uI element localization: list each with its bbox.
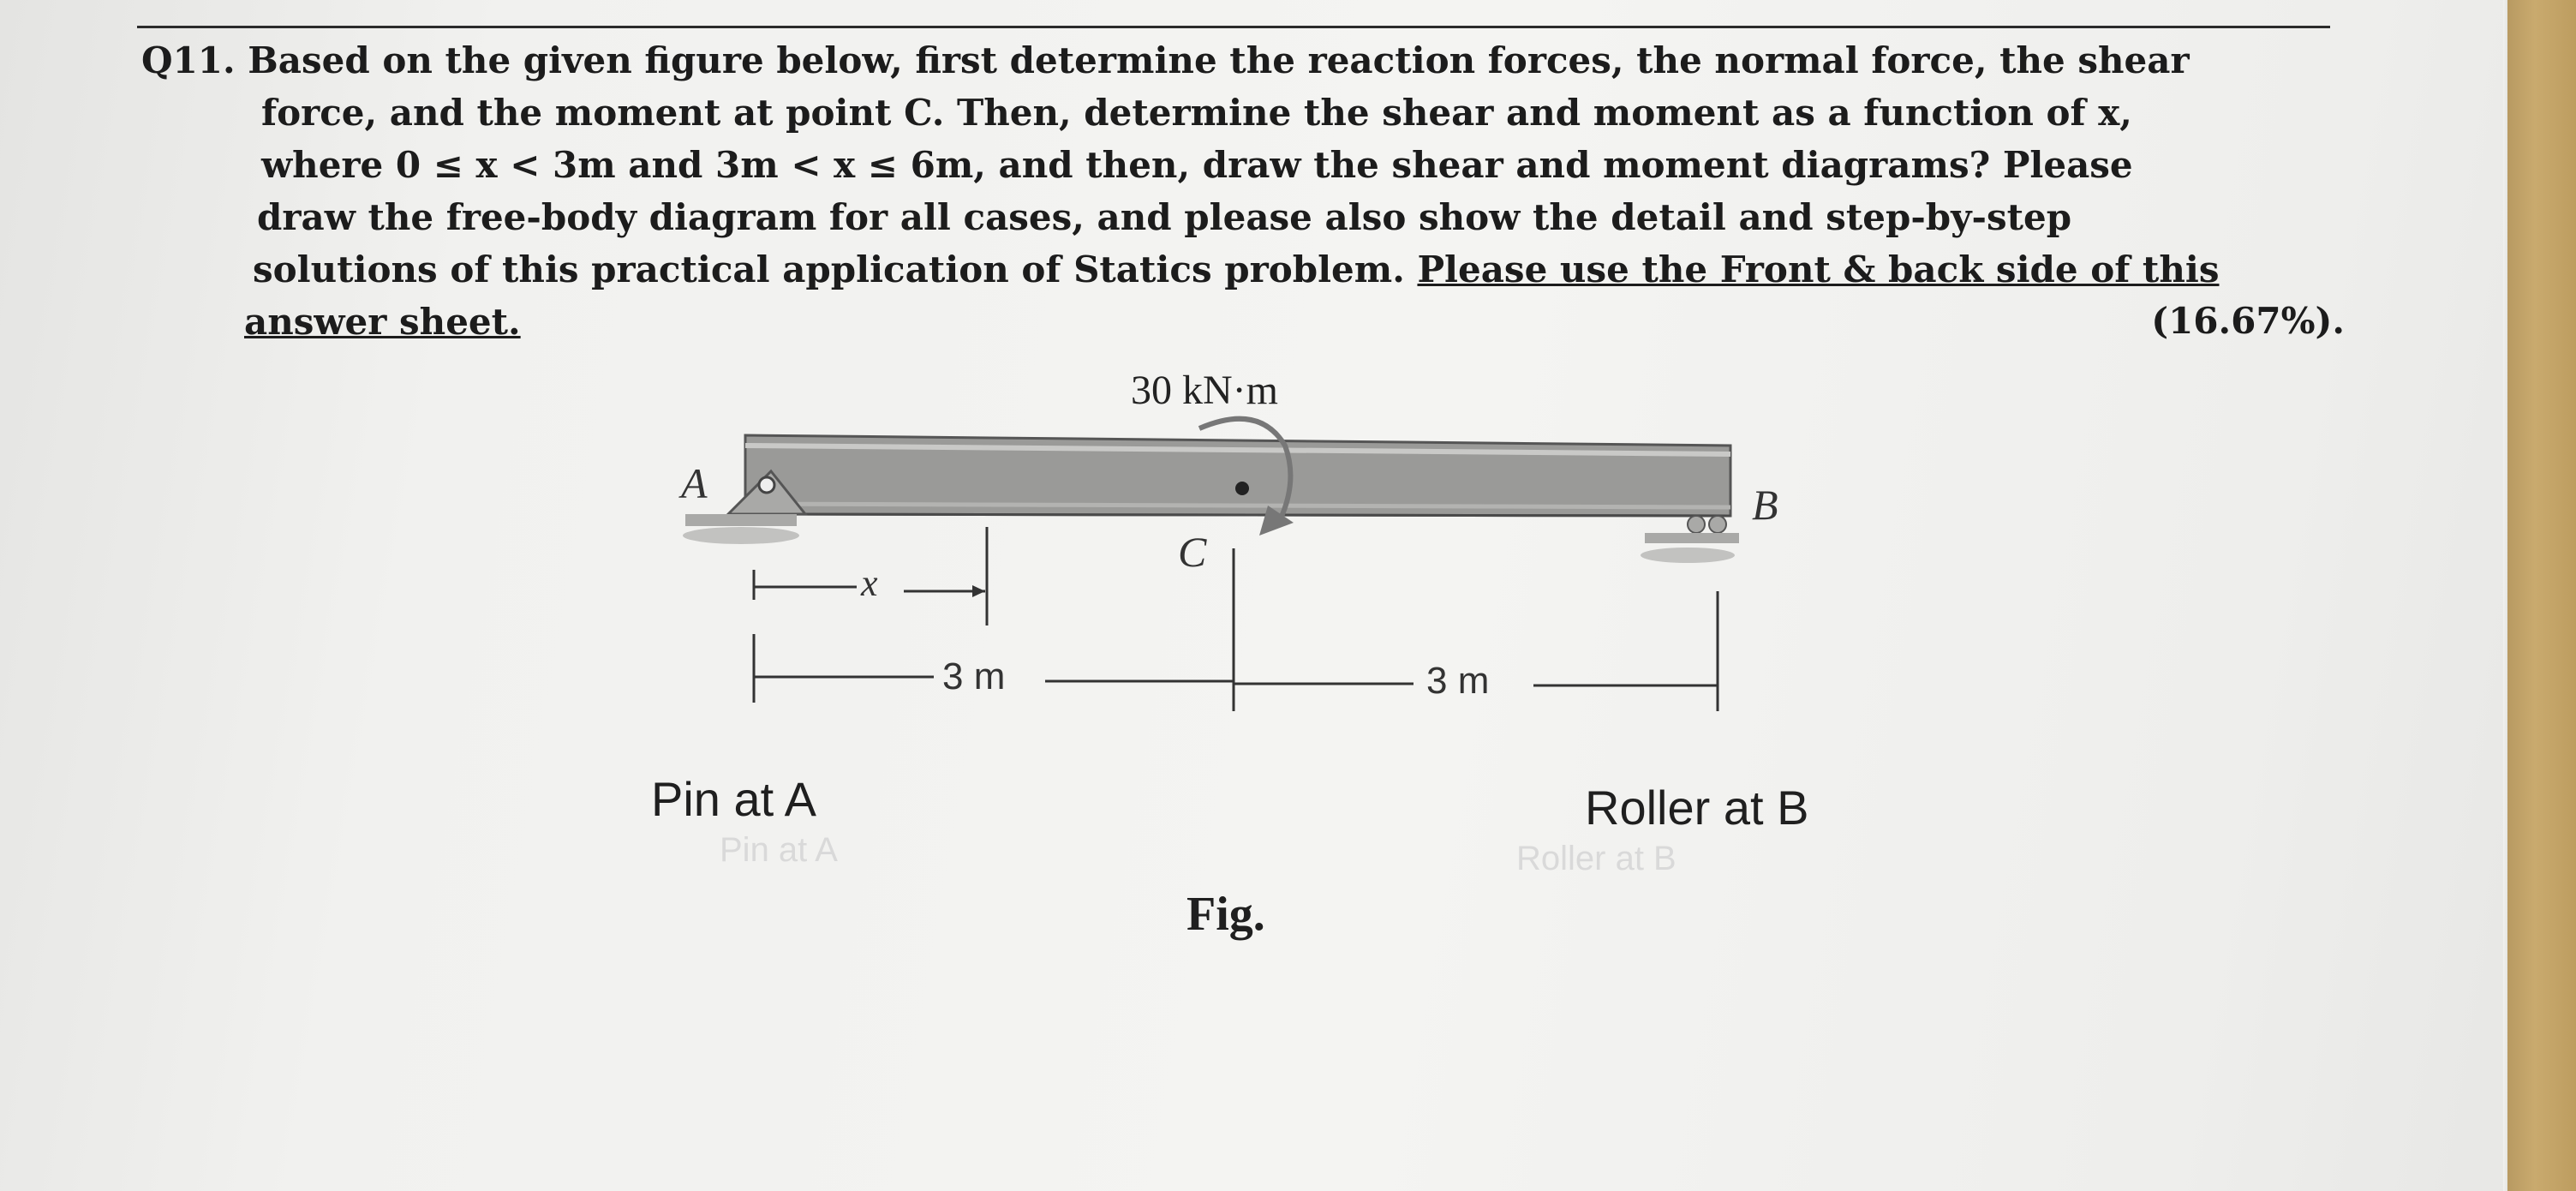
question-line-5: solutions of this practical application … bbox=[253, 243, 2356, 296]
point-c-label: C bbox=[1178, 528, 1207, 576]
span-right-label: 3 m bbox=[1426, 660, 1490, 702]
desk-surface bbox=[2507, 0, 2576, 1191]
pin-support-a bbox=[683, 469, 809, 544]
question-line-6: answer sheet. bbox=[244, 296, 2356, 348]
instruction-underlined-2: answer sheet. bbox=[244, 301, 521, 343]
moment-load-label: 30 kN·m bbox=[1131, 368, 1278, 413]
question-line-2: force, and the moment at point C. Then, … bbox=[261, 92, 2132, 134]
top-rule bbox=[137, 26, 2330, 28]
x-label: x bbox=[861, 562, 878, 604]
question-text: Q11. Based on the given figure below, fi… bbox=[129, 34, 2356, 348]
support-b-showthrough: Roller at B bbox=[1516, 840, 1676, 877]
moment-arrow bbox=[1198, 416, 1294, 536]
beam bbox=[744, 434, 1732, 518]
question-line-1: Q11. Based on the given figure below, fi… bbox=[141, 39, 2190, 81]
point-b-label: B bbox=[1752, 481, 1778, 529]
support-b-label: Roller at B bbox=[1585, 781, 1809, 835]
figure-caption: Fig. bbox=[1186, 888, 1265, 941]
x-dimension bbox=[752, 527, 989, 625]
question-line-4: draw the free-body diagram for all cases… bbox=[257, 196, 2072, 238]
span-dimensions bbox=[752, 591, 1719, 711]
question-weight: (16.67%). bbox=[2151, 300, 2345, 342]
support-a-label: Pin at A bbox=[651, 772, 817, 826]
instruction-underlined-1: Please use the Front & back side of this bbox=[1417, 248, 2220, 290]
question-line-5-text: solutions of this practical application … bbox=[253, 248, 1418, 290]
question-line-3: where 0 ≤ x < 3m and 3m < x ≤ 6m, and th… bbox=[261, 144, 2133, 186]
span-left-label: 3 m bbox=[942, 655, 1006, 697]
roller-support-b bbox=[1641, 515, 1739, 563]
support-a-showthrough: Pin at A bbox=[720, 831, 838, 869]
point-c-dot bbox=[1235, 482, 1249, 495]
point-a-label: A bbox=[681, 459, 708, 507]
